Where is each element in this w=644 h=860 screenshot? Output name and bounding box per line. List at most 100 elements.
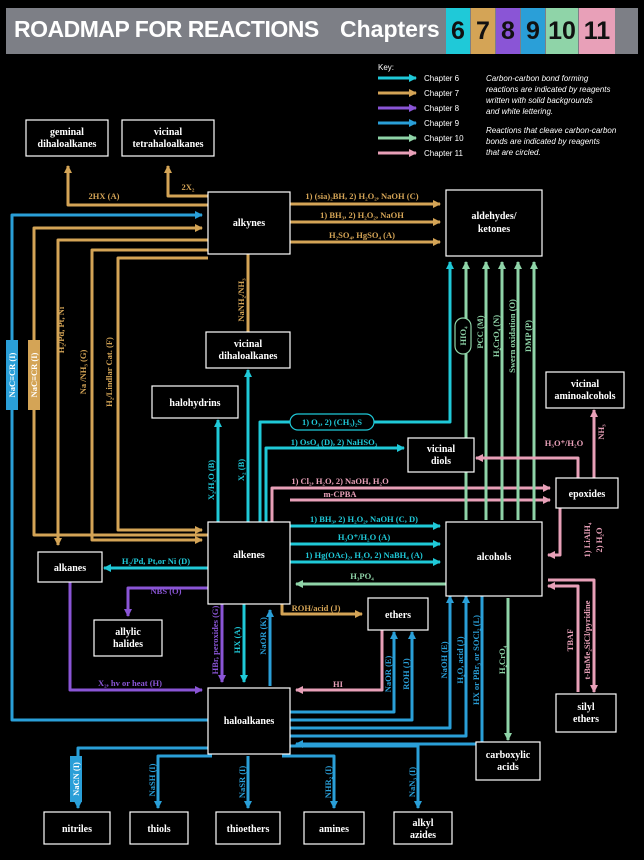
reagent-hbr: HBr, peroxides (G) [210,605,220,674]
key-ch9: Chapter 9 [424,119,460,128]
note1-line1: Carbon-carbon bond forming [486,74,589,83]
node-vicinal-dihalo [205,331,291,369]
reagent-h2cro4b: H₂CrO₄ [497,645,507,674]
arrow-alkenes-diols [264,444,405,522]
reagent-roh: ROH (J) [401,658,411,690]
allylic-line1: allylic [115,627,141,638]
reagent-nanh2: NaNH₂/NH₃ [236,278,246,322]
node-carboxylic [475,741,541,781]
reagent-hxpbr3: HX or PBr₃ or SOCl₂ (L) [471,615,481,705]
reagent-h2cro4: H₂CrO₄ (N) [491,315,501,357]
arrow-epoxides-diols [475,454,580,478]
reagent-h3po4: H₃PO₄ [350,571,374,581]
reagent-nan3: NaN₃ (I) [407,767,417,797]
azides-line2: azides [410,830,436,841]
silyl-line1: silyl [577,702,594,713]
reagent-naccr1-bg [6,340,18,410]
chapter-6-badge: 6 [446,8,470,54]
geminal-line2: dihaloalkanes [38,139,97,150]
amino-line2: aminoalcohols [554,391,615,402]
node-silyl [555,693,617,733]
alkenes-label: alkenes [233,550,265,561]
reagent-sia: 1) (sia)₂BH, 2) H₂O₂, NaOH (C) [305,191,418,201]
epoxides-label: epoxides [569,489,606,500]
arrow-haloalkanes-ethers [290,631,398,714]
arrow-haloalkanes-ethers-roh [290,631,416,722]
arrow-haloalkanes-alkynes [10,211,208,722]
reagent-nasr: NaSR (I) [237,766,247,799]
arrow-alkenes-ethers [280,604,363,618]
allylic-line2: halides [113,639,143,650]
node-vicinal-tetra [121,119,215,157]
arrow-haloalkanes-thiols [154,754,212,809]
carboxylic-line1: carboxylic [486,750,531,761]
arrow-alkynes-tetrahalo [164,165,208,198]
reagent-tbdms: t-BuMe₂SiCl/pyridine [582,600,592,679]
aldehydes-line2: ketones [478,224,510,235]
arrow-silyl-alcohols [547,582,580,692]
alcohols-label: alcohols [477,552,512,563]
key-ch6: Chapter 6 [424,74,460,83]
node-alcohols [445,521,543,597]
reagent-o3-circle [289,413,375,431]
key-ch11: Chapter 11 [424,149,464,158]
carboxylic-line2: acids [497,762,519,773]
node-epoxides [555,477,619,509]
chapter-9-badge: 9 [521,8,545,54]
node-vicinal-diols [407,437,475,473]
reagent-naccr2-bg [28,340,40,410]
node-ethers [367,597,429,631]
node-haloalkanes [207,687,291,755]
reagent-hi: HI [333,679,344,689]
reagent-bh3: 1) BH₃, 2) H₂O₂, NaOH [320,210,404,220]
reagent-hx: HX (A) [232,626,242,653]
node-alkanes [37,551,103,583]
tetra-line1: vicinal [154,127,183,138]
thioethers-label: thioethers [227,824,270,835]
amino-line1: vicinal [571,379,600,390]
reagent-2hx: 2HX (A) [89,191,120,201]
chapter-8-badge: 8 [496,8,520,54]
reagent-hgoac: 1) Hg(OAc)₂, H₂O, 2) NaBH₄ (A) [305,550,423,560]
chapter-11-badge: 11 [579,8,615,54]
arrow-alkenes-alkynes [32,224,208,537]
arrow-haloalkanes-alcohols-h2o [290,595,470,738]
page-title: ROADMAP FOR REACTIONS [14,16,319,42]
reagent-h3o: H₃O⁺/H₂O (A) [338,532,390,542]
node-allylic [93,619,163,657]
arrow-alkynes-geminal [64,165,208,207]
reagent-h3o-epox: H₃O⁺/H₂O [545,438,584,448]
node-aldehydes [445,189,543,257]
reagent-2x2: 2X₂ [182,182,195,192]
reagent-hio4-circle [454,317,472,355]
reagent-dmp: DMP (P) [523,320,533,352]
note2-line1: Reactions that cleave carbon-carbon [486,126,617,135]
arrow-ethers-haloalkanes [295,630,384,694]
chapter-10-badge: 10 [546,8,578,54]
key-ch10: Chapter 10 [424,134,464,143]
reagent-h2pd: H₂/Pd, Pt, Ni [56,306,66,353]
node-amines [303,811,365,845]
reagent-hio4: HIO₄ [458,326,468,346]
node-vicinal-amino [545,371,625,409]
reagent-o3: 1) O₃, 2) (CH₃)₂S [302,417,362,427]
arrow-alkanes-haloalkanes [68,582,203,694]
arrow-epoxides-alcohols [547,508,562,559]
reagent-naor2: NaOR (E) [383,656,393,693]
silyl-line2: ethers [573,714,599,725]
node-alkynes [207,191,291,255]
reagent-pcc: PCC (M) [475,315,485,348]
note2-line3: that are circled. [486,148,541,157]
amines-label: amines [319,824,349,835]
alkanes-label: alkanes [54,563,86,574]
arrow-haloalkanes-amines [282,754,338,809]
reagent-h2pd-alkanes: H₂/Pd, Pt,or Ni (D) [122,556,190,566]
key-ch8: Chapter 8 [424,104,460,113]
arrow-haloalkanes-alcohols [290,595,454,730]
reagent-oso4: 1) OsO₄ (D), 2) NaHSO₃ [291,437,378,447]
reagent-mcpba: m-CPBA [323,489,357,499]
reagent-naor1: NaOR (K) [258,617,268,655]
reagent-h2o: 2) H₂O [594,527,604,552]
tetra-line2: tetrahaloalkanes [132,139,203,150]
